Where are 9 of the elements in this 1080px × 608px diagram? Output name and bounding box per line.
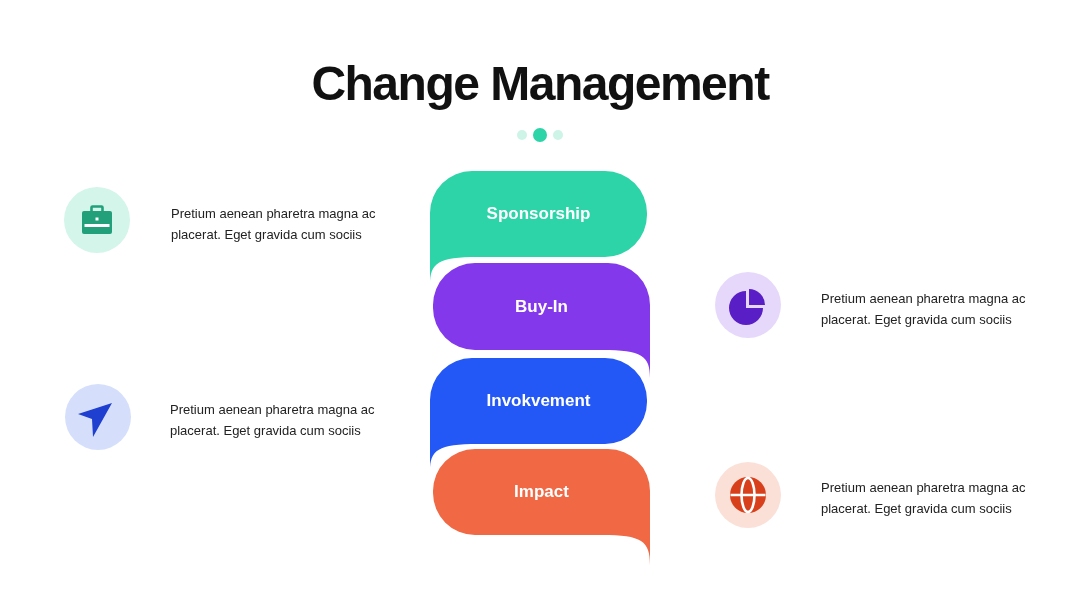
step-label: Impact (514, 481, 569, 503)
description-text: Pretium aenean pharetra magna ac placerat. Eget gravida cum sociis (171, 205, 377, 244)
description-text: Pretium aenean pharetra magna ac placerat. Eget gravida cum sociis (170, 401, 376, 440)
title: Change Management (311, 56, 769, 112)
speech-bubble (430, 260, 653, 381)
description-text: Pretium aenean pharetra magna ac placerat. Eget gravida cum sociis (821, 479, 1027, 518)
step-label: Buy-In (515, 295, 568, 318)
speech-bubble (430, 446, 653, 568)
description-text: Pretium aenean pharetra magna ac placerat. Eget gravida cum sociis (821, 290, 1027, 329)
